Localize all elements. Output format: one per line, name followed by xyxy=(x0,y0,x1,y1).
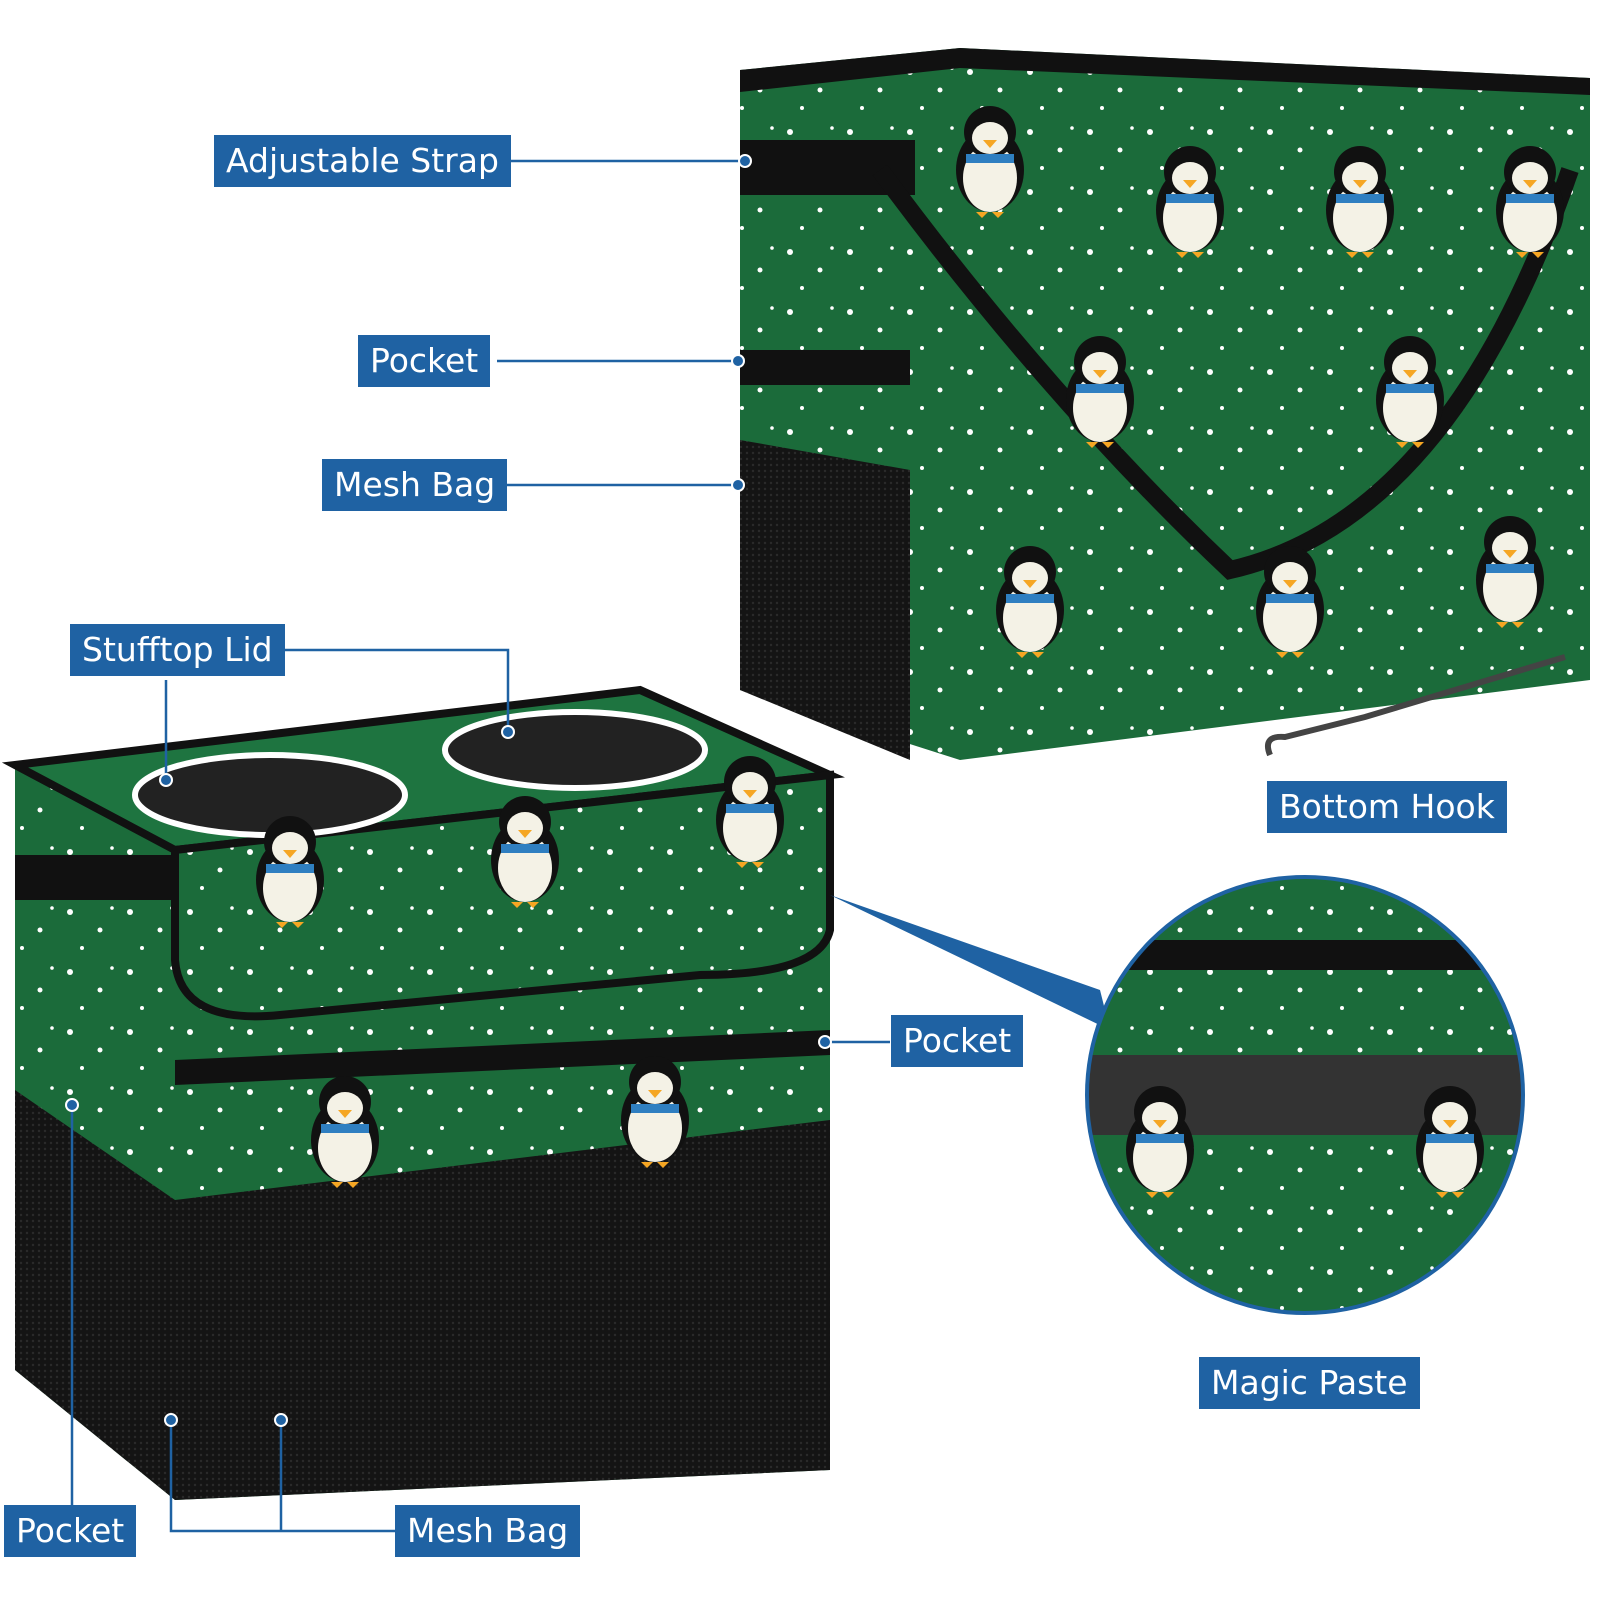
label-mesh-bag-bottom: Mesh Bag xyxy=(395,1505,581,1557)
label-bottom-hook: Bottom Hook xyxy=(1267,781,1507,833)
label-adjustable-strap: Adjustable Strap xyxy=(214,135,511,187)
front-view-bag xyxy=(1,685,845,1500)
label-magic-paste: Magic Paste xyxy=(1199,1357,1420,1409)
label-stufftop-lid: Stufftop Lid xyxy=(70,624,285,676)
side-view-bag xyxy=(740,48,1590,760)
callout-dots xyxy=(65,154,832,1427)
label-pocket-right: Pocket xyxy=(891,1015,1024,1067)
label-pocket-top: Pocket xyxy=(358,335,491,387)
callout-lines xyxy=(70,159,890,1533)
magic-paste-closeup xyxy=(830,875,1525,1315)
label-mesh-bag-top: Mesh Bag xyxy=(322,459,508,511)
label-pocket-bottom: Pocket xyxy=(4,1505,137,1557)
